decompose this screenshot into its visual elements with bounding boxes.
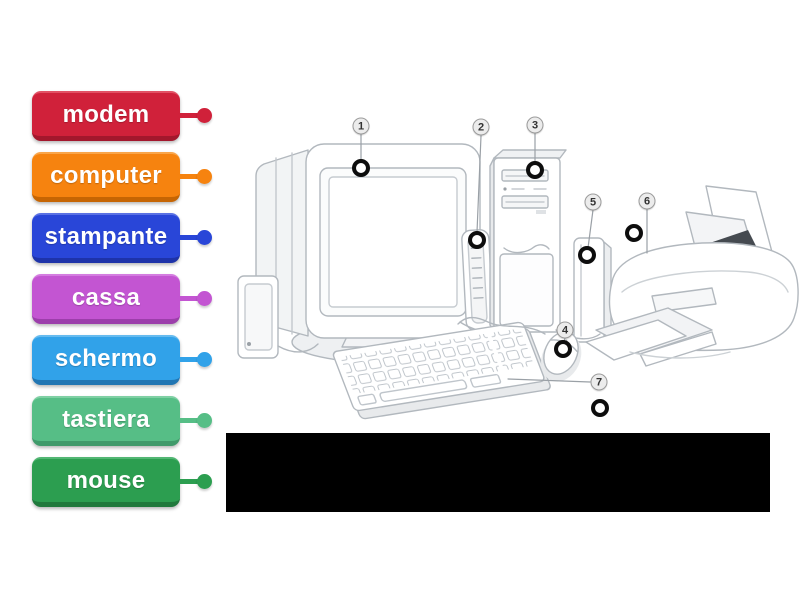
label-tile-tastiera[interactable]: tastiera (32, 396, 252, 446)
marker-badge-1: 1 (352, 117, 370, 135)
connector-dot (197, 474, 212, 489)
drop-target-7[interactable] (591, 399, 609, 417)
label-tile-face[interactable]: cassa (32, 274, 180, 324)
marker-badge-2: 2 (472, 118, 490, 136)
connector-dot (197, 413, 212, 428)
marker-badge-5: 5 (584, 193, 602, 211)
marker-badge-7: 7 (590, 373, 608, 391)
drop-target-6[interactable] (625, 224, 643, 242)
connector-line (178, 418, 199, 423)
marker-number: 1 (357, 120, 365, 132)
label-text: modem (62, 100, 150, 128)
label-tile-face[interactable]: computer (32, 152, 180, 202)
marker-badge-3: 3 (526, 116, 544, 134)
connector-dot (197, 169, 212, 184)
connector-dot (197, 352, 212, 367)
marker-number: 5 (589, 196, 597, 208)
label-tile-cassa[interactable]: cassa (32, 274, 252, 324)
connector-line (178, 174, 199, 179)
drop-target-3[interactable] (526, 161, 544, 179)
label-tile-mouse[interactable]: mouse (32, 457, 252, 507)
label-tile-modem[interactable]: modem (32, 91, 252, 141)
modem-illustration (461, 229, 494, 331)
monitor-illustration (255, 143, 485, 364)
label-tile-face[interactable]: schermo (32, 335, 180, 385)
label-tile-face[interactable]: modem (32, 91, 180, 141)
label-text: cassa (71, 283, 141, 311)
label-tile-schermo[interactable]: schermo (32, 335, 252, 385)
connector-line (178, 479, 199, 484)
label-tile-stampante[interactable]: stampante (32, 213, 252, 263)
label-tile-face[interactable]: mouse (32, 457, 180, 507)
label-text: mouse (66, 466, 146, 494)
keyboard-illustration (332, 321, 551, 420)
censor-box (226, 433, 770, 512)
connector-line (178, 296, 199, 301)
connector-line (178, 235, 199, 240)
marker-number: 2 (477, 121, 485, 133)
marker-badge-4: 4 (556, 321, 574, 339)
label-tile-face[interactable]: tastiera (32, 396, 180, 446)
drop-target-5[interactable] (578, 246, 596, 264)
connector-line (178, 357, 199, 362)
connector-dot (197, 230, 212, 245)
marker-number: 3 (531, 119, 539, 131)
label-text: tastiera (62, 405, 150, 433)
right-speaker-illustration (573, 237, 612, 343)
label-tile-computer[interactable]: computer (32, 152, 252, 202)
printer-illustration (585, 185, 799, 367)
marker-number: 6 (643, 195, 651, 207)
drop-target-2[interactable] (468, 231, 486, 249)
drop-target-4[interactable] (554, 340, 572, 358)
connector-dot (197, 291, 212, 306)
marker-number: 4 (561, 324, 569, 336)
left-speaker-illustration (237, 275, 279, 359)
marker-badge-6: 6 (638, 192, 656, 210)
tower-illustration (489, 149, 567, 333)
connector-line (178, 113, 199, 118)
label-text: computer (50, 161, 162, 189)
label-text: stampante (44, 222, 168, 250)
leader-lines (360, 132, 648, 383)
label-text: schermo (54, 344, 158, 372)
marker-number: 7 (595, 376, 603, 388)
drop-target-1[interactable] (352, 159, 370, 177)
label-tile-face[interactable]: stampante (32, 213, 180, 263)
connector-dot (197, 108, 212, 123)
